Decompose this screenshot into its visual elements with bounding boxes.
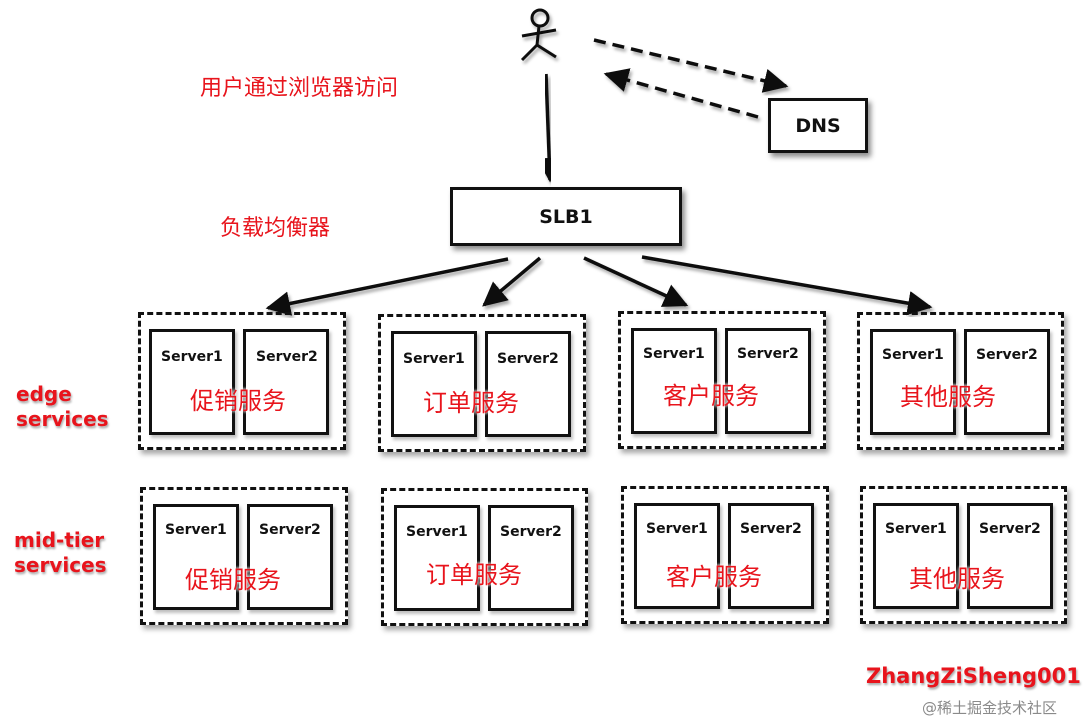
- service-group-order-mid-tier: Server1 Server2 订单服务: [381, 488, 588, 626]
- server1-box: [870, 329, 956, 435]
- service-group-customer-mid-tier: Server1 Server2 客户服务: [621, 486, 829, 624]
- server2-box: [964, 329, 1050, 435]
- author-signature: ZhangZiSheng001: [866, 664, 1081, 688]
- server1-box: [873, 503, 959, 609]
- server1-box: [631, 328, 717, 434]
- arrow-user-to-slb: [536, 73, 562, 183]
- server1-label: Server1: [646, 521, 708, 537]
- server2-label: Server2: [737, 346, 799, 362]
- browser-access-note: 用户通过浏览器访问: [200, 76, 399, 101]
- service-group-customer-edge: Server1 Server2 客户服务: [618, 311, 826, 449]
- row-label-line2: services: [14, 553, 107, 577]
- server2-box: [485, 331, 571, 437]
- row-label-mid-tier-services: mid-tier services: [14, 528, 107, 578]
- row-label-line2: services: [16, 407, 109, 431]
- dns-label: DNS: [795, 114, 841, 137]
- service-group-promotion-edge: Server1 Server2 促销服务: [138, 312, 346, 450]
- server2-label: Server2: [259, 522, 321, 538]
- server1-label: Server1: [161, 349, 223, 365]
- server2-label: Server2: [740, 521, 802, 537]
- server1-box: [394, 505, 480, 611]
- user-stick-figure-icon: [520, 8, 557, 62]
- server1-label: Server1: [406, 524, 468, 540]
- server2-box: [725, 328, 811, 434]
- service-group-promotion-mid-tier: Server1 Server2 促销服务: [140, 487, 348, 625]
- service-name: 客户服务: [663, 382, 759, 410]
- service-group-other-edge: Server1 Server2 其他服务: [857, 312, 1064, 450]
- arrow-dns-to-user: [603, 68, 759, 119]
- server1-box: [634, 503, 720, 609]
- server1-label: Server1: [885, 521, 947, 537]
- server1-label: Server1: [165, 522, 227, 538]
- service-name: 其他服务: [909, 565, 1005, 593]
- server2-box: [243, 329, 329, 435]
- row-label-line1: mid-tier: [14, 528, 105, 552]
- arrow-slb-to-promo: [265, 257, 509, 316]
- service-name: 其他服务: [900, 383, 996, 411]
- row-label-edge-services: edge services: [16, 382, 109, 432]
- service-name: 订单服务: [423, 389, 519, 417]
- arrow-slb-to-order: [482, 256, 542, 307]
- slb-node: SLB1: [450, 187, 682, 246]
- server1-label: Server1: [643, 346, 705, 362]
- server1-box: [391, 331, 477, 437]
- server1-label: Server1: [882, 347, 944, 363]
- server2-label: Server2: [976, 347, 1038, 363]
- row-label-line1: edge: [16, 382, 72, 406]
- server2-box: [967, 503, 1053, 609]
- server2-label: Server2: [979, 521, 1041, 537]
- arrow-slb-to-customer: [583, 256, 689, 307]
- service-name: 订单服务: [426, 561, 522, 589]
- server1-label: Server1: [403, 351, 465, 367]
- service-name: 促销服务: [185, 566, 281, 594]
- load-balancer-note: 负载均衡器: [220, 216, 331, 241]
- server2-label: Server2: [256, 349, 318, 365]
- service-name: 客户服务: [666, 563, 762, 591]
- server1-box: [149, 329, 235, 435]
- server2-box: [247, 504, 333, 610]
- watermark: @稀土掘金技术社区: [922, 699, 1058, 717]
- slb-label: SLB1: [539, 205, 593, 228]
- arrow-user-to-dns: [593, 38, 789, 93]
- service-group-order-edge: Server1 Server2 订单服务: [378, 314, 586, 452]
- server1-box: [153, 504, 239, 610]
- server2-box: [728, 503, 814, 609]
- arrow-slb-to-other: [641, 255, 933, 316]
- dns-node: DNS: [768, 98, 868, 153]
- service-name: 促销服务: [190, 387, 286, 415]
- server2-box: [488, 505, 574, 611]
- service-group-other-mid-tier: Server1 Server2 其他服务: [860, 486, 1067, 624]
- server2-label: Server2: [497, 351, 559, 367]
- server2-label: Server2: [500, 524, 562, 540]
